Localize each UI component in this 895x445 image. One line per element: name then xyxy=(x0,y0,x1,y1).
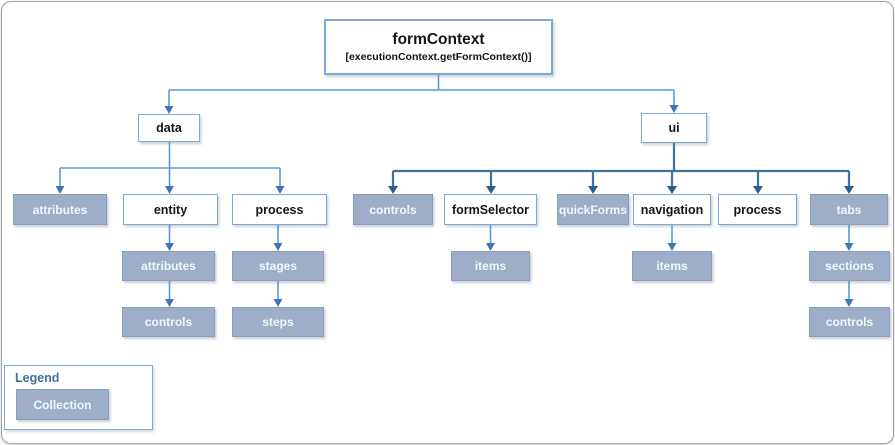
node-formselector: formSelector xyxy=(444,194,537,225)
node-entity: entity xyxy=(123,194,218,225)
node-process-steps: steps xyxy=(232,307,324,337)
node-tabs: tabs xyxy=(810,194,888,225)
node-tabs-controls: controls xyxy=(809,307,890,337)
legend-box: Legend Collection xyxy=(4,365,153,430)
node-formselector-items: items xyxy=(451,251,530,281)
node-navigation: navigation xyxy=(633,194,711,225)
node-ui: ui xyxy=(641,113,707,143)
legend-title: Legend xyxy=(15,371,60,385)
node-entity-controls: controls xyxy=(122,307,215,337)
node-data-attributes: attributes xyxy=(13,194,107,225)
node-data: data xyxy=(138,114,200,142)
legend-collection-swatch: Collection xyxy=(16,389,109,420)
node-ui-process: process xyxy=(718,194,797,225)
ui-branch-connectors xyxy=(388,143,854,194)
node-process-stages: stages xyxy=(232,251,324,281)
node-ui-controls: controls xyxy=(353,194,433,225)
root-and-data-branch-connectors xyxy=(55,75,854,307)
node-formcontext-subtitle: [executionContext.getFormContext()] xyxy=(345,51,532,64)
node-tabs-sections: sections xyxy=(809,251,890,281)
node-navigation-items: items xyxy=(632,251,712,281)
node-quickforms: quickForms xyxy=(557,194,629,225)
node-entity-attributes: attributes xyxy=(122,251,215,281)
node-formcontext-title: formContext xyxy=(392,30,485,48)
node-data-process: process xyxy=(232,194,327,225)
node-formcontext: formContext [executionContext.getFormCon… xyxy=(324,19,553,75)
